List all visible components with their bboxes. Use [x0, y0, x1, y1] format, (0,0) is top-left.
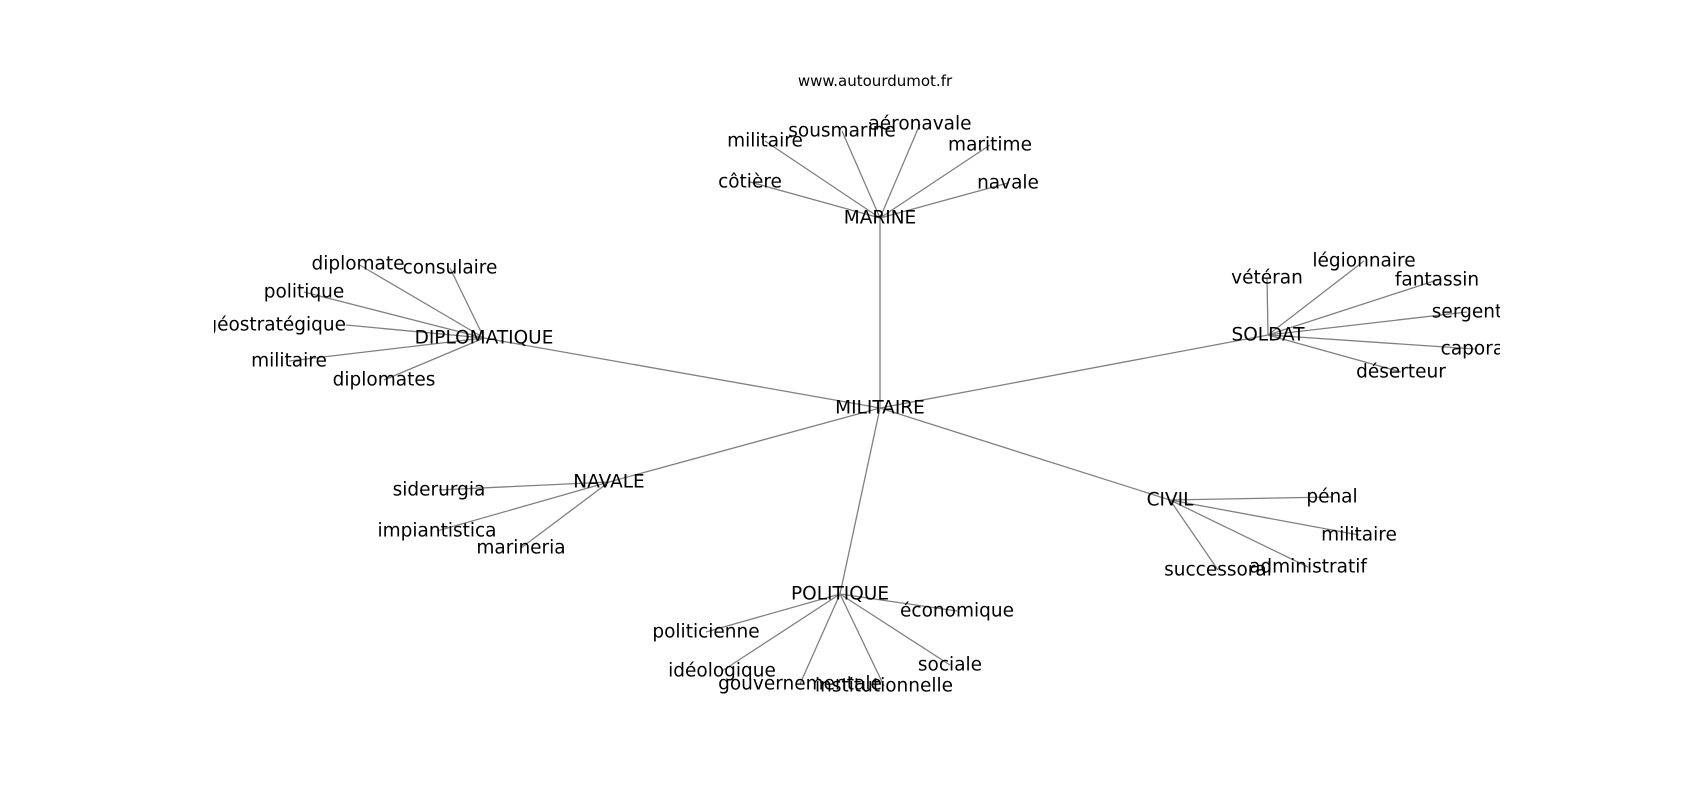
graph-edge	[438, 481, 610, 491]
root-node[interactable]: MILITAIRE	[835, 398, 925, 419]
graph-edge	[839, 593, 885, 687]
leaf-node[interactable]: idéologique	[668, 661, 776, 682]
leaf-node[interactable]: successoral	[1164, 560, 1272, 581]
graph-edge	[879, 182, 1009, 219]
leaf-node[interactable]: politique	[264, 282, 345, 303]
leaf-node[interactable]: diplomate	[311, 254, 404, 275]
graph-edge	[520, 481, 610, 549]
graph-edge	[1266, 277, 1269, 336]
leaf-node[interactable]: militaire	[1321, 525, 1397, 546]
graph-edge	[383, 337, 485, 381]
graph-edge	[1267, 260, 1365, 336]
graph-edge	[1169, 496, 1333, 501]
hub-node[interactable]: POLITIQUE	[791, 584, 889, 605]
graph-edge	[839, 593, 958, 612]
graph-edge	[1267, 334, 1402, 373]
graph-edge	[288, 337, 485, 362]
leaf-node[interactable]: administratif	[1249, 557, 1367, 578]
graph-edge	[1267, 311, 1468, 336]
graph-edge	[345, 324, 485, 339]
leaf-node[interactable]: vétéran	[1231, 268, 1303, 289]
source-url: www.autourdumot.fr	[797, 72, 953, 90]
graph-edge	[839, 407, 881, 595]
hub-node[interactable]: CIVIL	[1147, 490, 1194, 511]
leaf-node[interactable]: fantassin	[1395, 270, 1479, 291]
leaf-node[interactable]: institutionnelle	[815, 676, 953, 697]
graph-edge	[721, 593, 841, 672]
graph-edge	[839, 593, 951, 666]
graph-edge	[1169, 499, 1309, 568]
hub-node[interactable]: DIPLOMATIQUE	[415, 328, 554, 349]
leaf-node[interactable]: sociale	[918, 655, 982, 676]
graph-edge	[436, 481, 610, 532]
graph-edge	[1267, 279, 1438, 336]
leaf-node[interactable]: navale	[977, 173, 1039, 194]
graph-edge	[303, 291, 485, 339]
graph-edge	[799, 593, 841, 685]
graph-edge	[879, 123, 921, 219]
leaf-node[interactable]: sergent	[1432, 302, 1500, 323]
leaf-node[interactable]: militaire	[251, 351, 327, 372]
graph-edge	[1169, 499, 1360, 536]
leaf-node[interactable]: consulaire	[403, 258, 498, 279]
graph-edge	[705, 593, 841, 633]
graph-edge	[1267, 334, 1476, 350]
leaf-node[interactable]: politicienne	[652, 622, 759, 643]
leaf-node[interactable]: maritime	[948, 135, 1032, 156]
leaf-node[interactable]: siderurgia	[393, 480, 486, 501]
leaf-node[interactable]: militaire	[727, 131, 803, 152]
graph-edge	[764, 140, 881, 219]
leaf-node[interactable]: sousmarine	[788, 121, 896, 142]
graph-edge	[879, 407, 1171, 501]
graph-canvas: MILITAIREMARINEcôtièremilitairesousmarin…	[214, 114, 1500, 697]
hub-node[interactable]: MARINE	[844, 208, 916, 229]
graph-edge	[1169, 499, 1219, 571]
leaf-node[interactable]: aéronavale	[868, 114, 971, 135]
leaf-node[interactable]: gouvernementale	[718, 674, 882, 695]
leaf-node[interactable]: économique	[900, 601, 1014, 622]
hub-node[interactable]: NAVALE	[573, 472, 644, 493]
graph-edge	[357, 263, 485, 339]
graph-edge	[608, 407, 881, 483]
leaf-node[interactable]: géostratégique	[214, 315, 346, 336]
leaf-node[interactable]: caporal	[1441, 339, 1500, 360]
leaf-node[interactable]: diplomates	[333, 370, 436, 391]
graph-edge	[483, 337, 881, 409]
graph-edge	[879, 144, 991, 219]
graph-edge	[749, 181, 881, 219]
graph-edge	[449, 267, 485, 339]
leaf-node[interactable]: côtière	[718, 172, 782, 193]
leaf-node[interactable]: marineria	[476, 538, 565, 559]
hub-node[interactable]: SOLDAT	[1231, 325, 1305, 346]
graph-edge	[879, 334, 1269, 409]
graph-edge	[841, 130, 881, 219]
leaf-node[interactable]: légionnaire	[1312, 251, 1415, 272]
leaf-node[interactable]: pénal	[1306, 487, 1357, 508]
leaf-node[interactable]: impiantistica	[377, 521, 496, 542]
leaf-node[interactable]: déserteur	[1356, 362, 1446, 383]
